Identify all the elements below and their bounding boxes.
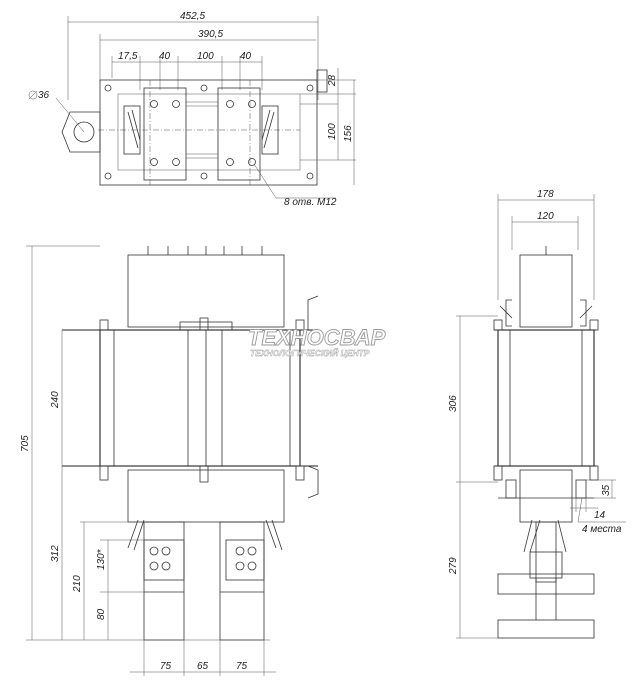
- watermark-subtitle: ТЕХНОЛОГИЧЕСКИЙ ЦЕНТР: [250, 347, 370, 358]
- dim-top-offset: 28: [327, 74, 338, 87]
- dim-lower-height: 312: [50, 545, 61, 562]
- note-holes: 8 отв. М12: [284, 197, 337, 208]
- watermark-brand: ТЕХНОСВАР: [248, 325, 386, 350]
- dim-foot-height: 35: [601, 484, 612, 496]
- top-view: 452,5 390,5 17,5 40 100 40: [28, 11, 356, 208]
- dim-inner-width: 390,5: [198, 29, 223, 40]
- front-view: 705 240 312 210 130* 80 75 65 75: [20, 245, 319, 676]
- dim-foot-offset: 14: [594, 510, 606, 521]
- dim-terminal-height: 210: [72, 575, 83, 593]
- watermark: ТЕХНОСВАР ТЕХНОЛОГИЧЕСКИЙ ЦЕНТР: [248, 325, 387, 359]
- dim-width-right: 75: [236, 661, 248, 672]
- note-mount-count: 4 места: [582, 524, 622, 535]
- dim-side-core-height: 306: [448, 395, 459, 412]
- dim-bottom-offset: 80: [96, 608, 107, 620]
- dim-total-height: 705: [20, 435, 31, 452]
- dim-width-left: 75: [160, 661, 172, 672]
- side-view: 178 120: [448, 189, 626, 639]
- dim-hole-pitch-left: 40: [159, 51, 171, 62]
- dim-core-height: 240: [50, 391, 61, 409]
- dim-side-inner-width: 120: [537, 211, 554, 222]
- dim-pipe-diameter: 36: [38, 90, 50, 101]
- dim-side-overall-width: 178: [537, 189, 554, 200]
- dim-angle: 130*: [96, 548, 107, 570]
- dim-base-depth: 156: [343, 125, 354, 142]
- dim-base-height: 279: [448, 557, 459, 575]
- dim-edge-offset: 17,5: [118, 51, 138, 62]
- dim-width-center: 65: [197, 661, 209, 672]
- dim-overall-width: 452,5: [180, 11, 205, 22]
- dim-hole-pitch-right: 40: [240, 51, 252, 62]
- dim-hole-spacing-vertical: 100: [327, 123, 338, 140]
- dim-hole-gap-center: 100: [197, 51, 214, 62]
